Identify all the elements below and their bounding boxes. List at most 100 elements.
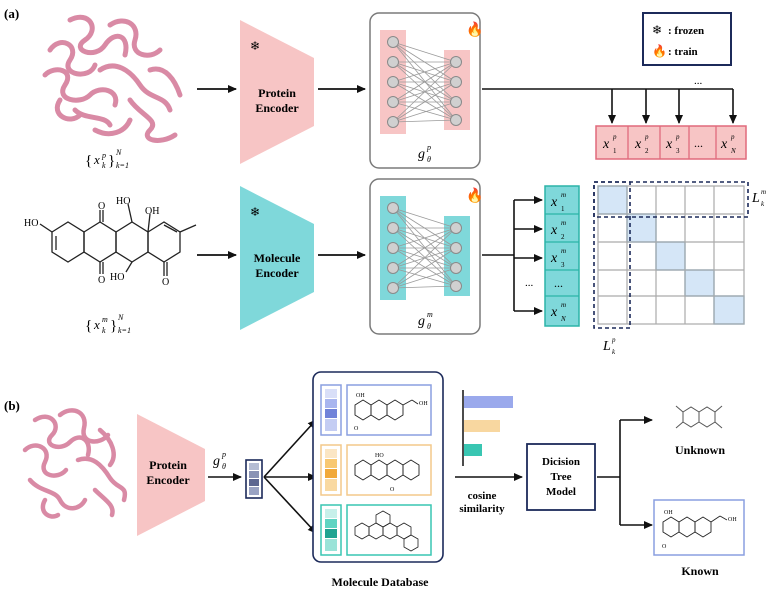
svg-text:OH: OH [664, 510, 673, 516]
svg-text:x: x [602, 137, 610, 152]
protein-encoder-b-line2: Encoder [146, 473, 190, 487]
loss-m-label: L m k [751, 188, 766, 208]
svg-text:θ: θ [222, 462, 226, 471]
query-embedding [245, 459, 263, 499]
molecule-set-label: { x m k } N k=1 [85, 313, 131, 335]
svg-text:{: { [85, 318, 92, 334]
unknown-molecule-image [675, 405, 723, 429]
svg-text:x: x [93, 152, 100, 167]
svg-text:1: 1 [561, 205, 565, 213]
protein-encoder-line2: Encoder [255, 101, 299, 115]
svg-text:k=1: k=1 [118, 326, 131, 335]
svg-text:...: ... [554, 276, 563, 290]
protein-encoder-b-line1: Protein [149, 458, 187, 472]
svg-text:k=1: k=1 [116, 161, 129, 170]
svg-text:p: p [101, 151, 106, 160]
molecule-structure-image [39, 203, 197, 276]
svg-text:p: p [675, 133, 680, 141]
unknown-label: Unknown [675, 443, 725, 457]
projection-head-m [369, 178, 481, 335]
svg-text:...: ... [694, 136, 703, 150]
svg-text:m: m [561, 191, 566, 199]
molecule-embedding-column [544, 185, 580, 327]
svg-text:N: N [730, 147, 736, 155]
tree-line2: Tree [551, 471, 572, 483]
similarity-matrix [593, 181, 749, 329]
svg-text:}: } [108, 153, 115, 169]
proj-m-label: g m θ [418, 310, 433, 331]
protein-encoder-block-b [137, 414, 205, 536]
svg-text:g: g [418, 314, 425, 329]
svg-text:x: x [550, 251, 558, 266]
tree-output-lines [597, 416, 653, 529]
snowflake-icon: ❄ [652, 23, 662, 37]
svg-text:x: x [634, 137, 642, 152]
svg-text:HO: HO [24, 218, 38, 229]
legend-train: : train [668, 46, 698, 58]
svg-text:x: x [93, 317, 100, 332]
svg-text:N: N [115, 148, 122, 157]
svg-text:p: p [612, 133, 617, 141]
proj-b-label: g p θ [213, 450, 226, 471]
svg-text:g: g [213, 454, 220, 469]
svg-text:m: m [561, 301, 566, 309]
svg-text:x: x [665, 137, 673, 152]
svg-text:x: x [550, 195, 558, 210]
svg-text:p: p [644, 133, 649, 141]
protein-structure-image [42, 15, 183, 143]
svg-text:p: p [426, 143, 431, 152]
database-entry-1: OH OH O [320, 384, 432, 436]
svg-text:m: m [102, 315, 108, 324]
protein-arrow-dots: ... [694, 75, 703, 87]
svg-text:O: O [354, 426, 359, 432]
svg-text:O: O [390, 487, 395, 493]
protein-structure-image-b [22, 408, 128, 519]
known-molecule-box: OH OH O [653, 499, 745, 556]
molecule-encoder-block [240, 186, 314, 330]
protein-routing-lines [482, 88, 737, 124]
protein-embedding-row [595, 125, 747, 160]
database-entry-2: HO O [320, 444, 432, 496]
svg-text:p: p [730, 133, 735, 141]
svg-text:k: k [102, 161, 106, 170]
projection-head-p [369, 12, 481, 169]
svg-text:m: m [761, 188, 766, 196]
molecule-emb-cell-dots: ... [554, 276, 563, 290]
svg-text:HO: HO [375, 453, 384, 459]
svg-text:O: O [662, 544, 667, 550]
svg-text:p: p [611, 336, 616, 344]
svg-text:x: x [550, 305, 558, 320]
svg-text:HO: HO [110, 272, 124, 283]
svg-text:O: O [98, 275, 105, 286]
molecule-arrow-dots: ... [525, 277, 534, 289]
molecule-atom-labels: HO OH HO O O HO O [24, 196, 169, 288]
molecule-encoder-line1: Molecule [254, 251, 301, 265]
flame-icon-m: 🔥 [466, 187, 483, 204]
svg-text:p: p [221, 450, 226, 459]
snowflake-icon: ❄ [250, 205, 260, 219]
svg-text:k: k [612, 348, 616, 356]
svg-text:N: N [560, 315, 566, 323]
similarity-bar-3 [464, 444, 482, 456]
legend-frozen: : frozen [668, 25, 704, 37]
molecule-database-title: Molecule Database [332, 575, 430, 589]
svg-text:k: k [761, 200, 765, 208]
svg-text:2: 2 [561, 233, 565, 241]
legend-box: ❄ : frozen 🔥 : train [642, 12, 732, 66]
decision-tree-box [526, 443, 596, 511]
svg-text:3: 3 [676, 147, 680, 155]
svg-text:θ: θ [427, 155, 431, 164]
svg-text:OH: OH [145, 206, 159, 217]
protein-emb-cell-dots: ... [694, 136, 703, 150]
svg-text:HO: HO [116, 196, 130, 207]
svg-text:θ: θ [427, 322, 431, 331]
svg-text:1: 1 [613, 147, 617, 155]
svg-text:}: } [110, 318, 117, 334]
snowflake-icon: ❄ [250, 39, 260, 53]
